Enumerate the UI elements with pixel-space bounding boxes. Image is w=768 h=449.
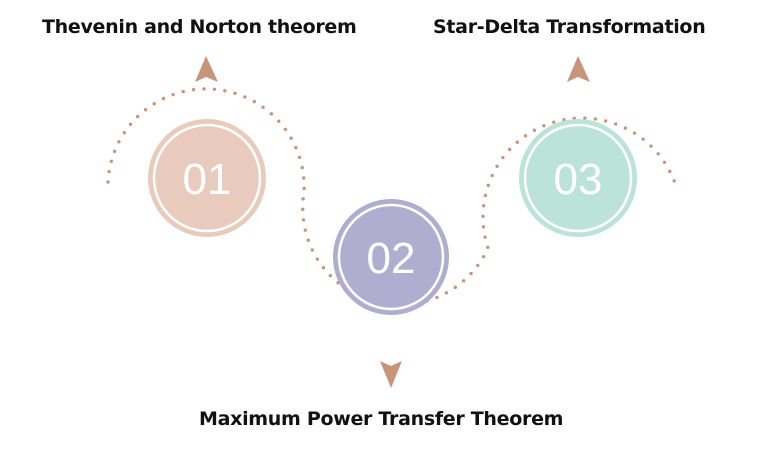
- step-title-03: Star-Delta Transformation: [433, 16, 706, 38]
- step-number: 03: [554, 155, 603, 204]
- step-circle-02: 02: [333, 199, 449, 315]
- step-title-02: Maximum Power Transfer Theorem: [199, 408, 564, 430]
- arrow-down-icon: [380, 361, 402, 388]
- dotted-connector-path: [106, 87, 678, 307]
- step-circle-01: 01: [148, 119, 266, 237]
- step-title-01: Thevenin and Norton theorem: [42, 16, 357, 38]
- arrow-up-icon: [195, 56, 218, 82]
- step-circle-03: 03: [519, 119, 637, 237]
- step-number: 01: [183, 155, 232, 204]
- step-number: 02: [367, 234, 416, 283]
- arrow-up-icon: [567, 56, 590, 82]
